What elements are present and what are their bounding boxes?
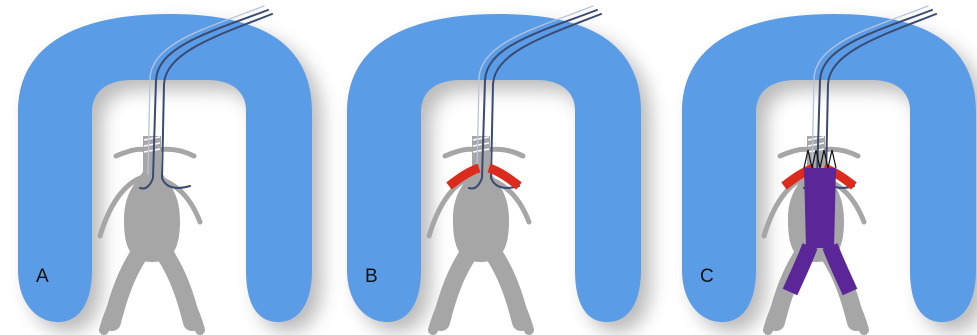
iliac-artery-right [166, 256, 192, 322]
panel-label-c: C [700, 266, 714, 287]
graft-leg-left [790, 246, 810, 292]
panel-label-a: A [36, 266, 49, 287]
upper-aorta [143, 136, 161, 172]
renal-artery-left [116, 149, 146, 156]
main-graft-body [804, 168, 836, 248]
iliac-artery-left [441, 256, 467, 322]
renal-artery-left [780, 149, 810, 156]
renal-artery-left [445, 149, 475, 156]
aorta-body [18, 14, 322, 332]
panel-c: C [682, 6, 977, 332]
panel-label-b: B [365, 266, 378, 287]
iliac-artery-left [112, 256, 138, 322]
graft-leg-right [830, 246, 850, 292]
panel-b: B [347, 6, 651, 332]
panel-a: A [18, 6, 322, 332]
iliac-artery-right [495, 256, 521, 322]
